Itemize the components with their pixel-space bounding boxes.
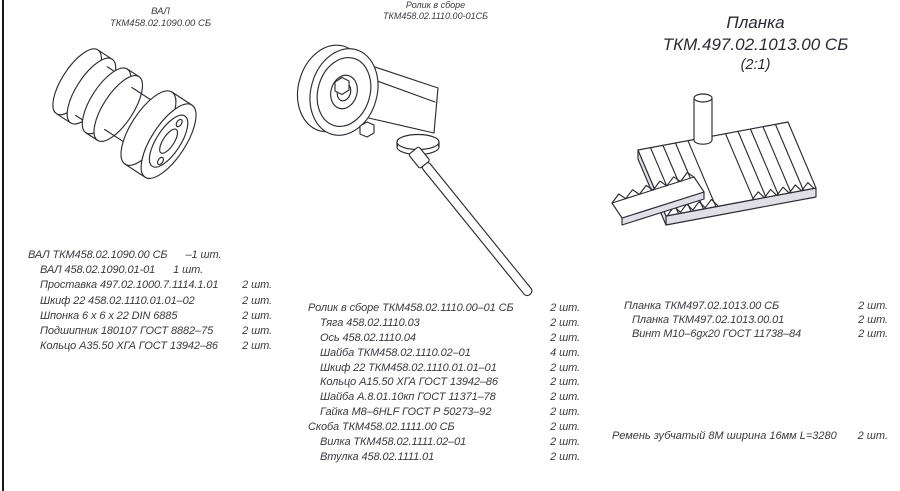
part-name: Тяга 458.02.1110.03 (320, 316, 420, 329)
parts-list-row: Скоба ТКМ458.02.1111.00 СБ 2 шт. (308, 421, 580, 436)
plate-scale: (2:1) (740, 57, 771, 74)
part-name: Шайба ТКМ458.02.1110.02–01 (320, 346, 471, 359)
belt-qty: 2 шт. (857, 430, 888, 442)
parts-list-row: Ролик в сборе ТКМ458.02.1110.00–01 СБ 2 … (308, 302, 580, 317)
part-name: Планка ТКМ497.02.1013.00.01 (632, 314, 785, 326)
shaft-title: ВАЛ (151, 6, 170, 17)
fork-nut (359, 121, 375, 138)
part-qty: –1 шт. (185, 249, 222, 261)
part-qty: 2 шт. (550, 316, 580, 329)
shaft-parts-list: ВАЛ ТКМ458.02.1090.00 СБ –1 шт. ВАЛ 458.… (28, 249, 272, 355)
part-name: Ролик в сборе ТКМ458.02.1110.00–01 СБ (308, 302, 514, 314)
part-name: ВАЛ 458.02.1090.01-01 (40, 264, 156, 277)
parts-list-row: Шайба ТКМ458.02.1110.02–01 4 шт. (308, 347, 580, 362)
parts-list-row: Шпонка 6 х 6 х 22 DIN 6885 2 шт. (28, 310, 272, 325)
part-name: Винт М10–6gх20 ГОСТ 11738–84 (632, 328, 802, 340)
part-qty: 2 шт. (550, 376, 580, 389)
part-qty: 2 шт. (242, 324, 272, 337)
part-name: Втулка 458.02.1111.01 (320, 450, 435, 463)
part-qty: 2 шт. (242, 309, 272, 322)
part-qty: 2 шт. (858, 300, 888, 312)
part-qty: 2 шт. (550, 391, 580, 404)
axle-washer (396, 133, 440, 156)
part-qty: 2 шт. (858, 328, 888, 340)
part-name: Ось 458.02.1110.04 (320, 331, 416, 344)
parts-list-row: Проставка 497.02.1000.7.1114.1.01 2 шт. (28, 279, 272, 294)
plate-parts-list: Планка ТКМ497.02.1013.00 СБ 2 шт. Планка… (624, 300, 888, 342)
roller-code: ТКМ458.02.1110.00-01СБ (383, 11, 488, 22)
part-name: Проставка 497.02.1000.7.1114.1.01 (40, 279, 219, 292)
hub-nut (334, 76, 350, 96)
parts-list-row: Ось 458.02.1110.04 2 шт. (308, 332, 580, 347)
parts-list-row: ВАЛ ТКМ458.02.1090.00 СБ –1 шт. (28, 249, 272, 264)
parts-list-row: Шкиф 22 458.02.1110.01.01–02 2 шт. (28, 295, 272, 310)
parts-list-row: Планка ТКМ497.02.1013.00 СБ 2 шт. (624, 300, 888, 314)
part-name: Шайба А.8.01.10кп ГОСТ 11371–78 (320, 391, 496, 404)
part-name: Подшипник 180107 ГОСТ 8882–75 (40, 324, 214, 337)
parts-list-row: Шайба А.8.01.10кп ГОСТ 11371–78 2 шт. (308, 391, 580, 406)
shaft-heading: ВАЛ ТКМ458.02.1090.00 СБ (78, 6, 243, 31)
belt-name: Ремень зубчатый 8М ширина 16мм L=3280 (612, 430, 837, 442)
belt-note: Ремень зубчатый 8М ширина 16мм L=3280 2 … (612, 430, 888, 442)
plate-heading: Планка ТКМ.497.02.1013.00 СБ (2:1) (628, 12, 883, 75)
shaft-left-pulley (52, 48, 144, 142)
roller-title: Ролик в сборе (405, 0, 466, 10)
parts-list-row: Тяга 458.02.1110.03 2 шт. (308, 317, 580, 332)
part-name: ВАЛ ТКМ458.02.1090.00 СБ (28, 249, 168, 261)
part-name: Шпонка 6 х 6 х 22 DIN 6885 (40, 309, 178, 322)
part-qty: 1 шт. (173, 264, 204, 277)
roller-heading: Ролик в сборе ТКМ458.02.1110.00-01СБ (348, 0, 523, 23)
parts-list-row: Кольцо А15.50 ХГА ГОСТ 13942–86 2 шт. (308, 376, 580, 391)
part-qty: 2 шт. (242, 279, 272, 292)
part-name: Скоба ТКМ458.02.1111.00 СБ (308, 421, 455, 434)
part-qty: 2 шт. (550, 421, 580, 434)
parts-list-row: Кольцо А35.50 ХГА ГОСТ 13942–86 2 шт. (28, 340, 272, 355)
plate-pin (693, 93, 713, 145)
sheet-border-line (2, 0, 4, 491)
plate-code: ТКМ.497.02.1013.00 СБ (662, 35, 849, 55)
shaft-code: ТКМ458.02.1090.00 СБ (109, 18, 212, 30)
plate-title: Планка (726, 13, 785, 32)
roller-drawing (296, 44, 533, 297)
roller-wheel (296, 44, 379, 136)
part-qty: 2 шт. (242, 340, 272, 353)
part-qty: 2 шт. (550, 361, 580, 374)
part-qty: 2 шт. (550, 450, 580, 463)
parts-list-row: Гайка М8–6HLF ГОСТ Р 50273–92 2 шт. (308, 406, 580, 421)
plate-drawing (611, 93, 817, 226)
part-qty: 2 шт. (858, 314, 888, 326)
part-name: Гайка М8–6HLF ГОСТ Р 50273–92 (320, 406, 492, 419)
parts-list-row: Винт М10–6gх20 ГОСТ 11738–84 2 шт. (624, 328, 888, 342)
parts-list-row: Втулка 458.02.1111.01 2 шт. (308, 451, 580, 466)
tie-rod (408, 146, 533, 297)
part-qty: 2 шт. (550, 302, 580, 314)
part-name: Шкиф 22 458.02.1110.01.01–02 (40, 294, 195, 307)
roller-parts-list: Ролик в сборе ТКМ458.02.1110.00–01 СБ 2 … (308, 302, 580, 466)
shaft-end-disc (120, 90, 197, 179)
parts-list-row: ВАЛ 458.02.1090.01-01 1 шт. (28, 264, 272, 279)
part-name: Планка ТКМ497.02.1013.00 СБ (624, 300, 780, 312)
plate-ribs-right (724, 123, 815, 201)
part-qty: 4 шт. (550, 346, 580, 359)
parts-list-row: Шкиф 22 ТКМ458.02.1110.01.01–01 2 шт. (308, 362, 580, 377)
part-qty: 2 шт. (550, 436, 580, 449)
front-toothed-strip (611, 171, 705, 226)
shaft-drawing (52, 48, 197, 179)
part-qty: 2 шт. (550, 331, 580, 344)
part-name: Кольцо А35.50 ХГА ГОСТ 13942–86 (40, 340, 218, 353)
part-name: Кольцо А15.50 ХГА ГОСТ 13942–86 (320, 376, 498, 389)
part-qty: 2 шт. (550, 406, 580, 419)
parts-list-row: Планка ТКМ497.02.1013.00.01 2 шт. (624, 314, 888, 328)
parts-list-row: Вилка ТКМ458.02.1111.02–01 2 шт. (308, 436, 580, 451)
part-name: Вилка ТКМ458.02.1111.02–01 (320, 436, 467, 449)
part-qty: 2 шт. (242, 294, 272, 307)
parts-list-row: Подшипник 180107 ГОСТ 8882–75 2 шт. (28, 325, 272, 340)
part-name: Шкиф 22 ТКМ458.02.1110.01.01–01 (320, 361, 497, 374)
